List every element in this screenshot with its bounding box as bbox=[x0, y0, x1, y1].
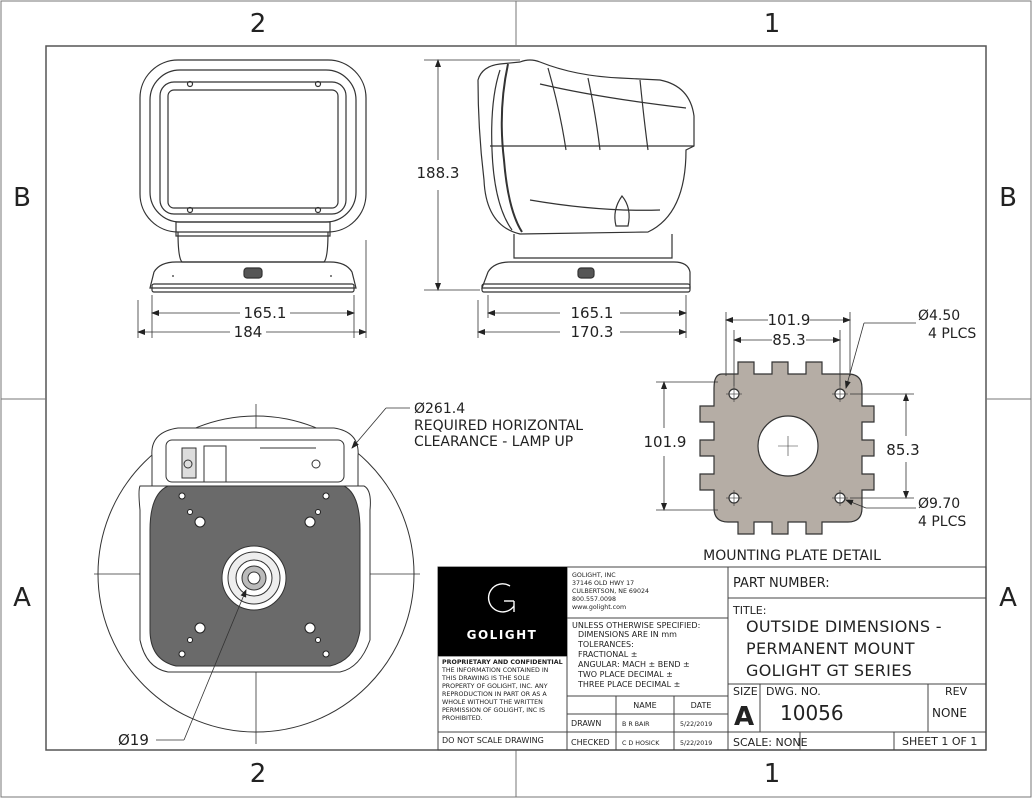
scale-label: SCALE: NONE bbox=[733, 736, 808, 749]
proprietary-line-3: PROPERTY OF GOLIGHT, INC. ANY bbox=[442, 683, 548, 690]
large-hole-diameter: Ø9.70 bbox=[918, 496, 960, 512]
side-view-dimensions bbox=[424, 59, 687, 338]
title-line-2: PERMANENT MOUNT bbox=[746, 639, 915, 658]
golight-logo-icon bbox=[487, 583, 515, 613]
proprietary-line-1: THE INFORMATION CONTAINED IN bbox=[441, 667, 549, 674]
lamp-head-outline bbox=[139, 59, 367, 233]
dwg-no-value: 10056 bbox=[780, 701, 844, 725]
zone-label-bottom-1: 1 bbox=[764, 759, 781, 789]
proprietary-line-5: WHOLE WITHOUT THE WRITTEN bbox=[442, 699, 543, 706]
front-view bbox=[139, 59, 367, 293]
zone-label-right-a: A bbox=[999, 583, 1017, 613]
top-view bbox=[94, 404, 420, 744]
dim-front-inner-width: 165.1 bbox=[244, 304, 287, 322]
large-hole-count: 4 PLCS bbox=[918, 514, 966, 530]
dim-plate-left: 101.9 bbox=[644, 433, 687, 451]
checked-name: C D HOSICK bbox=[622, 740, 660, 747]
col-date-header: DATE bbox=[691, 701, 712, 710]
dim-side-inner-width: 165.1 bbox=[571, 304, 614, 322]
zone-labels: 2 1 2 1 B A B A bbox=[13, 9, 1017, 789]
dim-side-outer-width: 170.3 bbox=[571, 323, 614, 341]
side-neck bbox=[513, 234, 673, 259]
zone-label-bottom-2: 2 bbox=[250, 759, 267, 789]
do-not-scale-note: DO NOT SCALE DRAWING bbox=[442, 736, 544, 745]
mounting-plate-detail bbox=[699, 361, 875, 535]
address-line-5: www.golight.com bbox=[572, 604, 626, 611]
address-line-4: 800.557.0098 bbox=[572, 596, 616, 603]
tolerance-line-5: ANGULAR: MACH ± BEND ± bbox=[578, 660, 690, 669]
dim-plate-right: 85.3 bbox=[886, 441, 919, 459]
proprietary-line-7: PROHIBITED. bbox=[442, 715, 483, 722]
size-label: SIZE bbox=[733, 685, 758, 698]
proprietary-line-4: REPRODUCTION IN PART OR AS A bbox=[442, 691, 547, 698]
zone-label-top-1: 1 bbox=[764, 9, 781, 39]
side-view bbox=[477, 59, 695, 293]
front-view-dimensions bbox=[137, 240, 367, 338]
tolerance-line-4: FRACTIONAL ± bbox=[578, 650, 637, 659]
zone-label-left-a: A bbox=[13, 583, 31, 613]
clearance-note-line2: CLEARANCE - LAMP UP bbox=[414, 434, 573, 450]
tolerance-line-7: THREE PLACE DECIMAL ± bbox=[577, 680, 680, 689]
address-line-3: CULBERTSON, NE 69024 bbox=[572, 588, 649, 595]
title-block: GOLIGHT GOLIGHT, INC 37146 OLD HWY 17 CU… bbox=[437, 566, 987, 751]
plate-detail-dimensions bbox=[656, 312, 916, 511]
side-base bbox=[481, 261, 691, 289]
sheet-label: SHEET 1 OF 1 bbox=[902, 735, 977, 748]
size-value: A bbox=[734, 702, 754, 732]
title-line-1: OUTSIDE DIMENSIONS - bbox=[746, 617, 942, 636]
zone-label-top-2: 2 bbox=[250, 9, 267, 39]
zone-label-right-b: B bbox=[999, 183, 1017, 213]
tolerance-line-2: DIMENSIONS ARE IN mm bbox=[578, 630, 677, 639]
address-line-2: 37146 OLD HWY 17 bbox=[572, 580, 634, 587]
checked-date: 5/22/2019 bbox=[680, 740, 712, 747]
center-diameter: Ø19 bbox=[118, 731, 149, 749]
title-line-3: GOLIGHT GT SERIES bbox=[746, 661, 912, 680]
dim-front-outer-width: 184 bbox=[234, 323, 263, 341]
lamp-lens bbox=[167, 89, 339, 209]
title-label: TITLE: bbox=[732, 604, 766, 617]
small-hole-diameter: Ø4.50 bbox=[918, 308, 960, 324]
drawn-label: DRAWN bbox=[571, 719, 601, 728]
proprietary-line-6: PERMISSION OF GOLIGHT, INC IS bbox=[442, 707, 545, 714]
dwg-no-label: DWG. NO. bbox=[766, 685, 821, 698]
logo-text: GOLIGHT bbox=[467, 628, 538, 642]
dim-plate-top-outer: 101.9 bbox=[768, 311, 811, 329]
zone-label-left-b: B bbox=[13, 183, 31, 213]
proprietary-line-2: THIS DRAWING IS THE SOLE bbox=[441, 675, 530, 682]
tolerance-line-6: TWO PLACE DECIMAL ± bbox=[577, 670, 673, 679]
small-hole-count: 4 PLCS bbox=[928, 326, 976, 342]
col-name-header: NAME bbox=[633, 701, 656, 710]
address-line-1: GOLIGHT, INC bbox=[572, 572, 616, 579]
drawn-date: 5/22/2019 bbox=[680, 721, 712, 728]
plate-detail-caption: MOUNTING PLATE DETAIL bbox=[703, 548, 881, 564]
lamp-base bbox=[149, 261, 357, 289]
checked-label: CHECKED bbox=[571, 738, 610, 747]
clearance-note-line1: REQUIRED HORIZONTAL bbox=[414, 418, 583, 434]
tolerance-line-1: UNLESS OTHERWISE SPECIFIED: bbox=[572, 621, 700, 630]
rev-value: NONE bbox=[932, 706, 967, 720]
side-handle-icon bbox=[614, 195, 630, 227]
lamp-housing-side bbox=[477, 59, 695, 235]
drawn-name: B R BAIR bbox=[622, 721, 650, 728]
clearance-diameter: Ø261.4 bbox=[414, 401, 465, 417]
tolerance-line-3: TOLERANCES: bbox=[577, 640, 634, 649]
dim-side-height: 188.3 bbox=[417, 164, 460, 182]
part-number-label: PART NUMBER: bbox=[733, 576, 830, 591]
top-view-leaders bbox=[156, 407, 410, 741]
dim-plate-top-inner: 85.3 bbox=[772, 331, 805, 349]
rev-label: REV bbox=[945, 685, 968, 698]
proprietary-heading: PROPRIETARY AND CONFIDENTIAL bbox=[442, 659, 563, 666]
